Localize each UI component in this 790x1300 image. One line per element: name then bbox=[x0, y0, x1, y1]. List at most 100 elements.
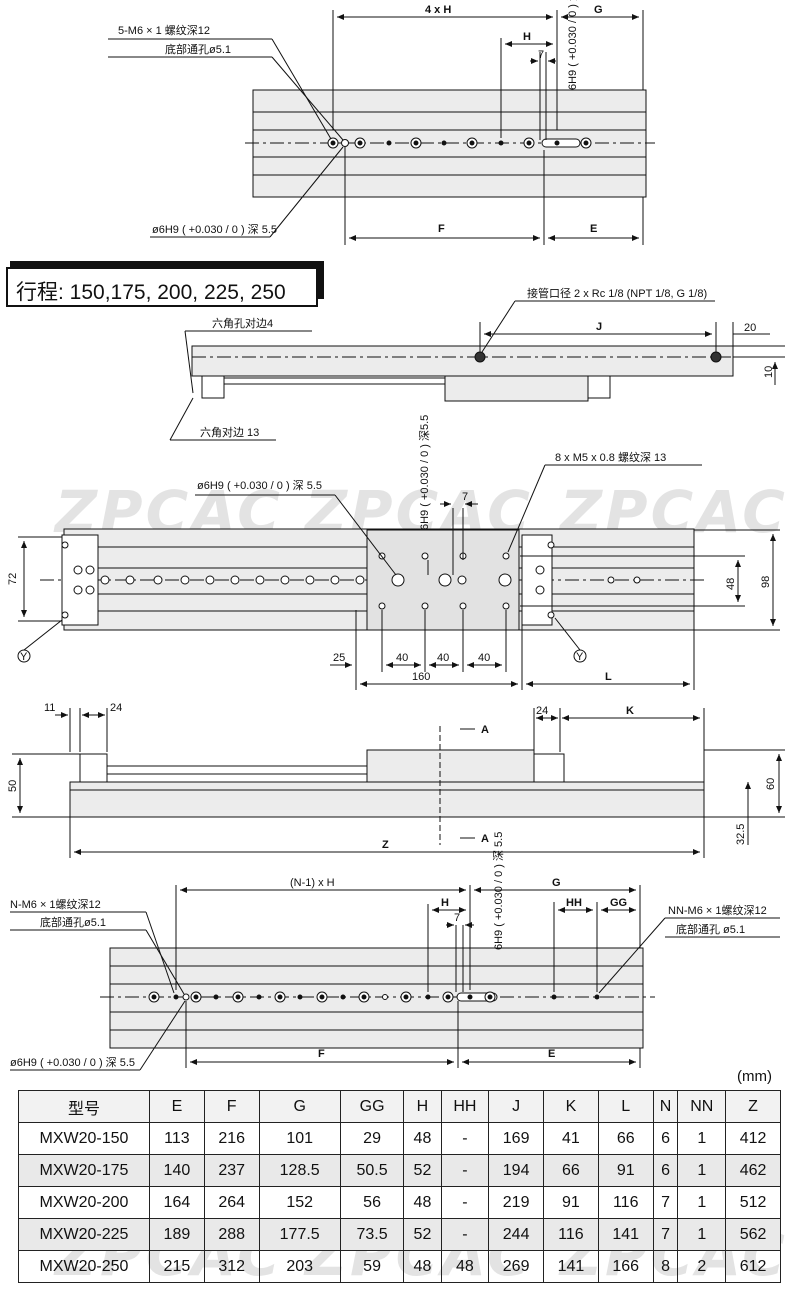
table-cell: 512 bbox=[725, 1186, 781, 1219]
side-end-block-left bbox=[201, 375, 225, 399]
table-header: GG bbox=[339, 1090, 405, 1123]
table-header-row: 型号 E F G GG H HH J K L N NN Z bbox=[18, 1090, 781, 1123]
table-cell: 7 bbox=[652, 1218, 679, 1251]
dim-e: E bbox=[590, 223, 597, 235]
plan-dim-7: 7 bbox=[462, 491, 468, 503]
table-header: G bbox=[258, 1090, 341, 1123]
dim-gg: GG bbox=[610, 897, 627, 909]
dim-7-bottom: 7 bbox=[454, 912, 460, 924]
plan-pin-hole-label: ø6H9 ( +0.030 / 0 ) 深 5.5 bbox=[197, 479, 322, 492]
table-header: Z bbox=[725, 1090, 781, 1123]
dim-f: F bbox=[438, 223, 445, 235]
table-cell: 6 bbox=[652, 1122, 679, 1155]
table-cell: 1 bbox=[677, 1218, 727, 1251]
table-cell: 194 bbox=[488, 1154, 545, 1187]
table-cell: 288 bbox=[203, 1218, 260, 1251]
table-header: E bbox=[149, 1090, 205, 1123]
side-rail-body bbox=[191, 345, 734, 377]
table-cell: 152 bbox=[258, 1186, 341, 1219]
table-cell: 6 bbox=[652, 1154, 679, 1187]
table-cell: 462 bbox=[725, 1154, 781, 1187]
table-cell: 41 bbox=[543, 1122, 599, 1155]
dim-6h9-bottom: 6H9 ( +0.030 / 0 ) 深 5.5 bbox=[492, 832, 505, 950]
table-cell: 177.5 bbox=[258, 1218, 341, 1251]
port-label: 接管口径 2 x Rc 1/8 (NPT 1/8, G 1/8) bbox=[527, 286, 707, 300]
y-mark-right: Y bbox=[576, 651, 584, 663]
dim-24a: 24 bbox=[110, 702, 122, 714]
table-cell: 1 bbox=[677, 1186, 727, 1219]
table-cell: 169 bbox=[488, 1122, 545, 1155]
dim-j: J bbox=[596, 321, 602, 333]
dim-7: 7 bbox=[538, 49, 544, 61]
dim-160: 160 bbox=[412, 671, 430, 683]
top-view bbox=[108, 10, 655, 245]
dim-f-bottom: F bbox=[318, 1048, 325, 1060]
table-cell: 141 bbox=[597, 1218, 654, 1251]
table-cell: 48 bbox=[403, 1186, 442, 1219]
dim-hh: HH bbox=[566, 897, 582, 909]
plan-thread-label: 8 x M5 x 0.8 螺纹深 13 bbox=[555, 450, 666, 464]
unit-label: (mm) bbox=[737, 1068, 772, 1085]
table-cell: 48 bbox=[440, 1250, 490, 1283]
banner-shadow-top bbox=[10, 261, 320, 269]
table-cell: 203 bbox=[258, 1250, 341, 1283]
table-cell: 73.5 bbox=[339, 1218, 405, 1251]
table-cell: 113 bbox=[149, 1122, 205, 1155]
table-cell: - bbox=[440, 1154, 490, 1187]
table-cell: 141 bbox=[543, 1250, 599, 1283]
bottom-thread-label: N-M6 × 1螺纹深12 bbox=[10, 897, 101, 911]
dim-g-bottom: G bbox=[552, 877, 561, 889]
bottom-bottom-hole-nn-label: 底部通孔 ø5.1 bbox=[676, 922, 745, 936]
table-cell: 8 bbox=[652, 1250, 679, 1283]
table-header: L bbox=[597, 1090, 654, 1123]
table-cell-model: MXW20-200 bbox=[18, 1186, 150, 1219]
dim-40b: 40 bbox=[437, 652, 449, 664]
dim-k: K bbox=[626, 705, 634, 717]
table-cell: - bbox=[440, 1218, 490, 1251]
table-cell: 264 bbox=[203, 1186, 260, 1219]
top-thread-label: 5-M6 × 1 螺纹深12 bbox=[118, 23, 210, 37]
dim-g: G bbox=[594, 4, 603, 16]
table-cell: 216 bbox=[203, 1122, 260, 1155]
dim-25: 25 bbox=[333, 652, 345, 664]
table-cell: 48 bbox=[403, 1250, 442, 1283]
front-end-block-right bbox=[533, 753, 565, 783]
table-cell: 52 bbox=[403, 1154, 442, 1187]
table-cell: 164 bbox=[149, 1186, 205, 1219]
dim-32-5: 32.5 bbox=[735, 824, 747, 845]
stroke-banner-text: 行程: 150,175, 200, 225, 250 bbox=[16, 281, 286, 304]
front-end-block-left bbox=[79, 753, 108, 783]
table-cell: 66 bbox=[543, 1154, 599, 1187]
table-cell: 91 bbox=[543, 1186, 599, 1219]
bottom-thread-nn-label: NN-M6 × 1螺纹深12 bbox=[668, 903, 767, 917]
table-cell: 237 bbox=[203, 1154, 260, 1187]
table-cell: 562 bbox=[725, 1218, 781, 1251]
bottom-view bbox=[10, 885, 780, 1071]
table-cell: 189 bbox=[149, 1218, 205, 1251]
table-cell: 140 bbox=[149, 1154, 205, 1187]
table-cell: 29 bbox=[339, 1122, 405, 1155]
table-cell: 312 bbox=[203, 1250, 260, 1283]
table-cell: 52 bbox=[403, 1218, 442, 1251]
dim-6h9: 6H9 ( +0.030 / 0 ) 深 5.5 bbox=[566, 0, 579, 90]
plan-end-block-left bbox=[61, 534, 99, 626]
table-cell: 612 bbox=[725, 1250, 781, 1283]
dim-l: L bbox=[605, 671, 612, 683]
table-header: F bbox=[203, 1090, 260, 1123]
table-cell: 244 bbox=[488, 1218, 545, 1251]
stroke-banner: 行程: 150,175, 200, 225, 250 bbox=[6, 261, 324, 307]
dim-24b: 24 bbox=[536, 705, 548, 717]
table-cell-model: MXW20-150 bbox=[18, 1122, 150, 1155]
bottom-pin-hole-label: ø6H9 ( +0.030 / 0 ) 深 5.5 bbox=[10, 1056, 135, 1069]
table-header: HH bbox=[440, 1090, 490, 1123]
table-cell: 2 bbox=[677, 1250, 727, 1283]
bottom-view-text: N-M6 × 1螺纹深12 底部通孔ø5.1 NN-M6 × 1螺纹深12 底部… bbox=[10, 832, 767, 1069]
top-pin-hole-label: ø6H9 ( +0.030 / 0 ) 深 5.5 bbox=[152, 223, 277, 236]
hex13-label: 六角对边 13 bbox=[200, 425, 259, 439]
table-cell: 66 bbox=[597, 1122, 654, 1155]
bottom-bottom-hole-label: 底部通孔ø5.1 bbox=[40, 915, 106, 929]
